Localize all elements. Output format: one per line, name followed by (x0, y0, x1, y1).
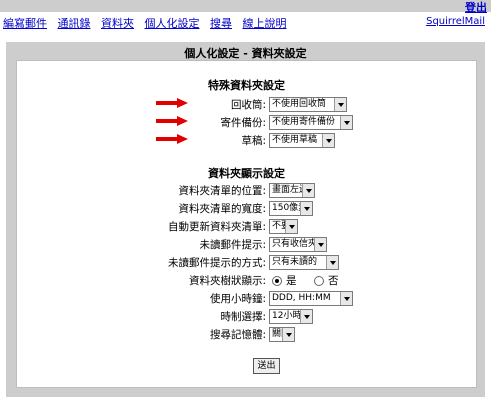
logout-link[interactable]: 登出 (465, 1, 487, 14)
chevron-down-icon (340, 292, 352, 305)
hour-format-select[interactable]: 12小時制 (269, 309, 313, 324)
trash-folder-select[interactable]: 不使用回收筒 (269, 97, 347, 112)
folder-list-width-row: 資料夾清單的寬度: 150像素 (17, 200, 476, 216)
chevron-down-icon (322, 134, 334, 147)
clock-select[interactable]: DDD, HH:MM (269, 291, 353, 306)
folder-tree-yes-radio[interactable] (272, 275, 282, 286)
unread-notify-type-row: 未讀郵件提示的方式: 只有未讀的 (17, 254, 476, 270)
search-memory-select[interactable]: 關閉 (269, 327, 295, 342)
nav-help[interactable]: 線上說明 (242, 17, 287, 30)
clock-row: 使用小時鐘: DDD, HH:MM (17, 290, 476, 306)
folder-tree-no-label: 否 (328, 275, 339, 287)
folder-tree-label: 資料夾樹狀顯示: (188, 275, 266, 287)
nav-search[interactable]: 搜尋 (210, 17, 232, 30)
unread-notify-select[interactable]: 只有收信夾 (269, 237, 327, 252)
chevron-down-icon (282, 328, 294, 341)
chevron-down-icon (326, 256, 338, 269)
drafts-folder-row: 草稿: 不使用草稿 (17, 132, 476, 148)
drafts-folder-label: 草稿: (241, 135, 266, 147)
unread-notify-type-select[interactable]: 只有未讀的 (269, 255, 339, 270)
sent-folder-select[interactable]: 不使用寄件備份 (269, 115, 353, 130)
red-arrow-icon (156, 98, 188, 108)
chevron-down-icon (285, 220, 297, 233)
clock-label: 使用小時鐘: (209, 293, 266, 305)
unread-notify-label: 未讀郵件提示: (199, 239, 266, 251)
folder-tree-no-radio[interactable] (314, 275, 324, 286)
folder-list-width-label: 資料夾清單的寬度: (178, 203, 266, 215)
chevron-down-icon (314, 238, 326, 251)
submit-button[interactable]: 送出 (253, 358, 280, 374)
nav-compose[interactable]: 編寫郵件 (3, 17, 47, 30)
options-panel: 特殊資料夾設定 回收筒: 不使用回收筒 寄件備份: 不使用寄件備份 草稿: 不使… (16, 60, 477, 388)
sent-folder-label: 寄件備份: (220, 117, 266, 129)
unread-notify-type-label: 未讀郵件提示的方式: (167, 257, 266, 269)
folder-tree-row: 資料夾樹狀顯示: 是 否 (17, 272, 476, 288)
auto-refresh-select[interactable]: 不要 (269, 219, 298, 234)
chevron-down-icon (302, 184, 314, 197)
drafts-folder-select[interactable]: 不使用草稿 (269, 133, 335, 148)
auto-refresh-row: 自動更新資料夾清單: 不要 (17, 218, 476, 234)
nav-folders[interactable]: 資料夾 (101, 17, 134, 30)
hour-format-row: 時制選擇: 12小時制 (17, 308, 476, 324)
trash-folder-label: 回收筒: (230, 99, 266, 111)
unread-notify-row: 未讀郵件提示: 只有收信夾 (17, 236, 476, 252)
chevron-down-icon (300, 310, 312, 323)
squirrelmail-link[interactable]: SquirrelMail (426, 16, 485, 27)
nav-addresses[interactable]: 通訊錄 (57, 17, 91, 30)
special-folders-title: 特殊資料夾設定 (208, 79, 285, 92)
red-arrow-icon (156, 116, 188, 126)
chevron-down-icon (334, 98, 346, 111)
folder-tree-yes-label: 是 (286, 275, 297, 287)
red-arrow-icon (156, 134, 188, 144)
folder-list-location-row: 資料夾清單的位置: 畫面左邊 (17, 182, 476, 198)
chevron-down-icon (340, 116, 352, 129)
page-title: 個人化設定 - 資料夾設定 (184, 47, 307, 60)
main-nav: 編寫郵件 通訊錄 資料夾 個人化設定 搜尋 線上說明 (3, 15, 294, 31)
chevron-down-icon (300, 202, 312, 215)
folder-list-location-label: 資料夾清單的位置: (178, 185, 266, 197)
folder-display-title: 資料夾顯示設定 (208, 167, 285, 180)
sent-folder-row: 寄件備份: 不使用寄件備份 (17, 114, 476, 130)
search-memory-label: 搜尋記憶體: (209, 329, 266, 341)
search-memory-row: 搜尋記憶體: 關閉 (17, 326, 476, 342)
top-bar: 登出 (0, 0, 491, 14)
auto-refresh-label: 自動更新資料夾清單: (167, 221, 266, 233)
folder-list-width-select[interactable]: 150像素 (269, 201, 313, 216)
hour-format-label: 時制選擇: (220, 311, 266, 323)
options-frame: 個人化設定 - 資料夾設定 特殊資料夾設定 回收筒: 不使用回收筒 寄件備份: … (6, 42, 485, 397)
trash-folder-row: 回收筒: 不使用回收筒 (17, 96, 476, 112)
nav-options[interactable]: 個人化設定 (144, 17, 200, 30)
folder-list-location-select[interactable]: 畫面左邊 (269, 183, 315, 198)
